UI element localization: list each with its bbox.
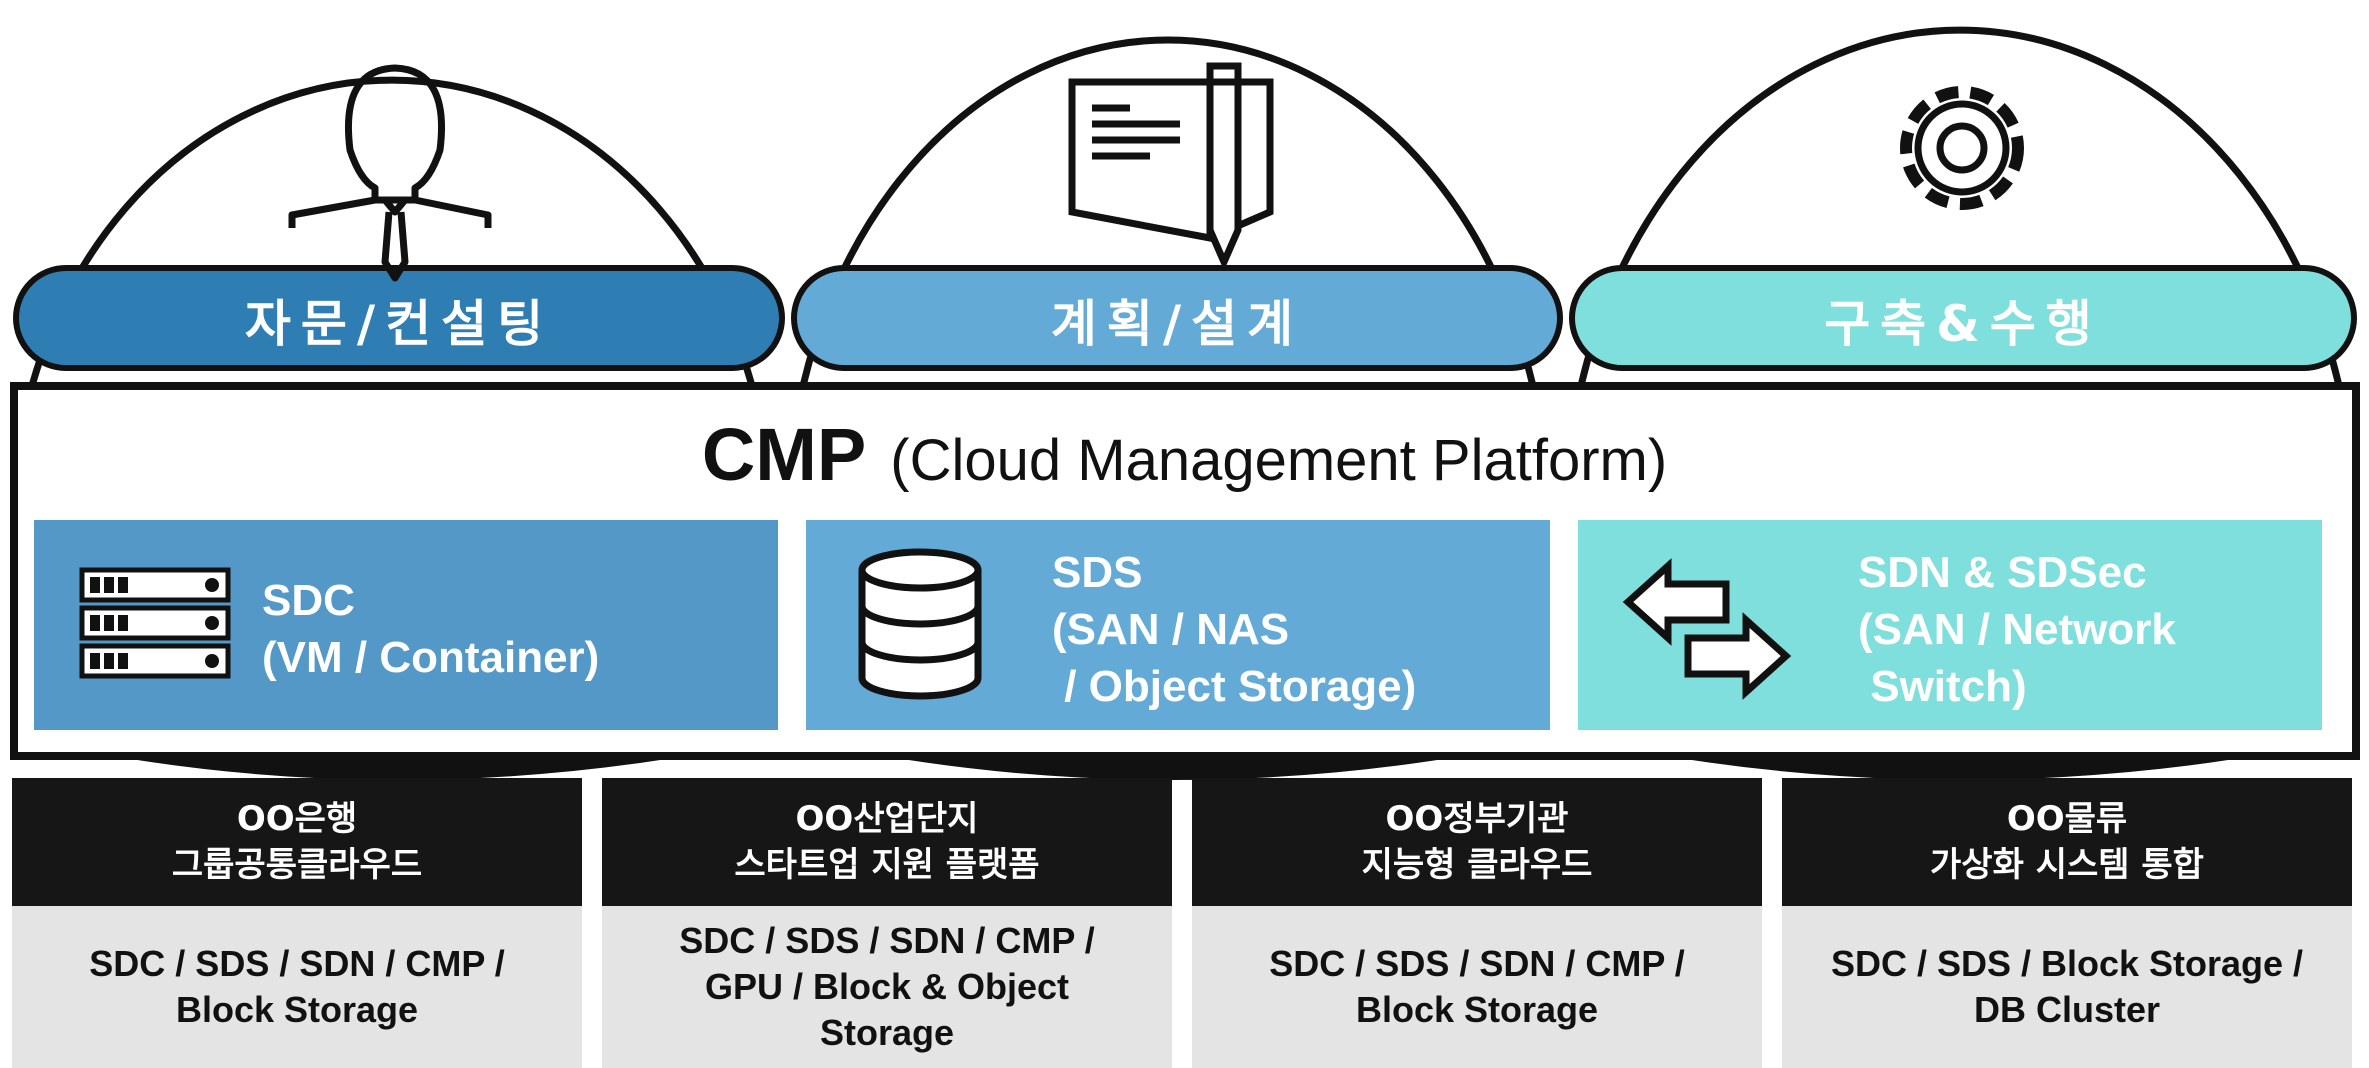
businessman-icon xyxy=(288,64,492,282)
case-items-logistics: SDC / SDS / Block Storage / DB Cluster xyxy=(1782,906,2352,1068)
case-item-line: GPU / Block & Object xyxy=(704,966,1070,1007)
phase-label-build: 구축&수행 xyxy=(1824,295,2102,353)
case-item-line: DB Cluster xyxy=(1973,989,2161,1030)
case-items-government: SDC / SDS / SDN / CMP / Block Storage xyxy=(1192,906,1762,1068)
sds-label: SDS (SAN / NAS / Object Storage) xyxy=(1052,548,1417,711)
case-item-line: Block Storage xyxy=(1355,989,1599,1030)
case-item-line: SDC / SDS / SDN / CMP / xyxy=(89,943,505,984)
database-icon xyxy=(858,548,982,700)
case-title-line1: OO물류 xyxy=(2006,799,2128,839)
case-header-bg xyxy=(1192,778,1762,906)
case-header-bg xyxy=(602,778,1172,906)
case-title-line1: OO은행 xyxy=(236,799,358,839)
case-header-bg xyxy=(12,778,582,906)
gear-icon xyxy=(1900,86,2024,210)
sdn-label: SDN & SDSec (SAN / Network Switch) xyxy=(1858,548,2176,711)
cmp-full-name: (Cloud Management Platform) xyxy=(890,428,1668,493)
cmp-acronym: CMP xyxy=(701,413,867,496)
case-title-logistics: OO물류 가상화 시스템 통합 xyxy=(1782,778,2352,906)
case-item-line: SDC / SDS / SDN / CMP / xyxy=(1269,943,1685,984)
case-body-bg xyxy=(12,906,582,1068)
case-title-line2: 가상화 시스템 통합 xyxy=(1930,845,2204,885)
case-title-industrial: OO산업단지 스타트업 지원 플랫폼 xyxy=(602,778,1172,906)
case-items-bank: SDC / SDS / SDN / CMP / Block Storage xyxy=(12,906,582,1068)
case-cards xyxy=(12,778,2352,1068)
sdc-label: SDC (VM / Container) xyxy=(262,576,600,682)
phase-label-consulting: 자문/컨설팅 xyxy=(244,295,554,353)
case-title-line2: 스타트업 지원 플랫폼 xyxy=(734,845,1040,885)
server-rack-icon xyxy=(79,567,231,679)
case-title-bank: OO은행 그룹공통클라우드 xyxy=(12,778,582,906)
phase-label-planning: 계획/설계 xyxy=(1050,295,1304,353)
case-body-bg xyxy=(1782,906,2352,1068)
cmp-title: CMP (Cloud Management Platform) xyxy=(0,412,2369,497)
case-title-line2: 지능형 클라우드 xyxy=(1361,845,1593,885)
case-body-bg xyxy=(1192,906,1762,1068)
case-body-bg xyxy=(602,906,1172,1068)
swap-arrows-icon xyxy=(1622,558,1792,700)
case-items-industrial: SDC / SDS / SDN / CMP / GPU / Block & Ob… xyxy=(602,906,1172,1068)
case-item-line: Block Storage xyxy=(175,989,419,1030)
case-title-line1: OO산업단지 xyxy=(795,799,979,839)
case-header-bg xyxy=(1782,778,2352,906)
phase-pill-planning xyxy=(791,265,1563,371)
case-title-government: OO정부기관 지능형 클라우드 xyxy=(1192,778,1762,906)
phase-pill-build xyxy=(1569,265,2357,371)
book-pencil-icon xyxy=(1068,62,1274,271)
case-item-line: SDC / SDS / SDN / CMP / xyxy=(679,920,1095,961)
case-item-line: SDC / SDS / Block Storage / xyxy=(1830,943,2304,984)
case-item-line: Storage xyxy=(819,1012,955,1053)
case-title-line1: OO정부기관 xyxy=(1385,799,1569,839)
sdn-box xyxy=(1578,520,2322,730)
case-title-line2: 그룹공통클라우드 xyxy=(171,845,423,885)
